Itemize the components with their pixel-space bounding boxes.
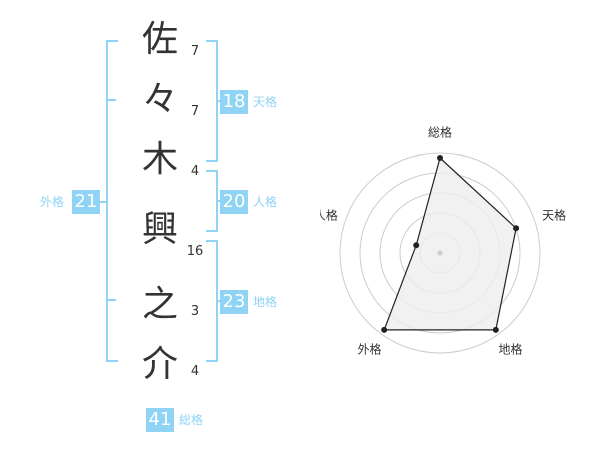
gaikaku-label: 外格: [40, 195, 65, 209]
name-char-2: 々: [141, 79, 178, 120]
stroke-count-1: 7: [190, 44, 200, 59]
radar-axis-label-5: 人格: [320, 207, 338, 222]
tenkaku-label: 天格: [253, 95, 278, 109]
soukaku-value: 41: [146, 408, 174, 432]
stroke-count-6: 4: [190, 364, 200, 379]
gaikaku-bracket-tick: [108, 299, 116, 301]
stroke-count-2: 7: [190, 104, 200, 119]
gaikaku-bracket: [106, 40, 118, 362]
radar-center-dot: [437, 250, 443, 256]
radar-axis-label-4: 外格: [357, 342, 381, 357]
chikaku-label: 地格: [253, 295, 278, 309]
name-char-6: 介: [141, 344, 178, 385]
chikaku-bracket-connector: [216, 300, 222, 302]
name-char-5: 之: [141, 284, 178, 325]
gaikaku-value: 21: [72, 190, 100, 214]
soukaku-label: 総格: [179, 413, 204, 427]
radar-grid-ring: [339, 152, 541, 354]
radar-point-4: [381, 326, 388, 333]
gaikaku-bracket-connector: [98, 201, 106, 203]
stroke-count-4: 16: [186, 244, 204, 259]
name-char-3: 木: [141, 139, 178, 180]
radar-point-1: [437, 155, 443, 161]
radar-axis-label-1: 総格: [428, 125, 452, 140]
jinkaku-value: 20: [220, 190, 248, 214]
radar-axis-label-2: 天格: [542, 207, 566, 222]
stroke-count-5: 3: [190, 304, 200, 319]
jinkaku-label: 人格: [253, 195, 278, 209]
tenkaku-value: 18: [220, 90, 248, 114]
tenkaku-bracket-connector: [216, 100, 222, 102]
radar-point-5: [413, 242, 420, 249]
chikaku-value: 23: [220, 290, 248, 314]
radar-point-3: [492, 326, 499, 333]
gaikaku-bracket-tick: [108, 99, 116, 101]
radar-area: [383, 156, 517, 331]
name-char-4: 興: [141, 209, 178, 250]
radar-point-2: [513, 225, 520, 232]
stroke-count-3: 4: [190, 164, 200, 179]
radar-axis-label-3: 地格: [498, 342, 522, 357]
name-char-1: 佐: [141, 19, 178, 60]
jinkaku-bracket-connector: [216, 200, 222, 202]
